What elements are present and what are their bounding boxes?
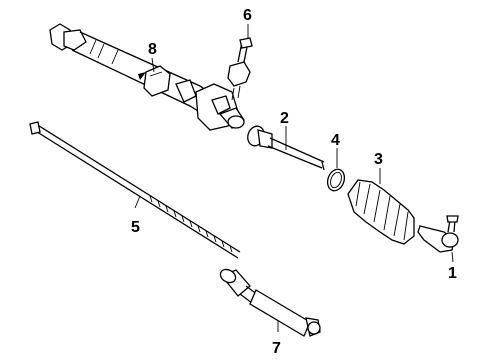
callout-4: 4 bbox=[331, 132, 340, 149]
leader-line-8 bbox=[151, 57, 155, 73]
callout-5: 5 bbox=[131, 219, 140, 236]
leader-line-5 bbox=[134, 195, 141, 209]
dust-boot-part bbox=[347, 179, 415, 245]
leader-line-1 bbox=[451, 251, 454, 263]
callout-2: 2 bbox=[280, 110, 289, 127]
callout-1: 1 bbox=[448, 265, 457, 282]
callout-7: 7 bbox=[272, 340, 281, 357]
rack-bar-part bbox=[29, 121, 241, 259]
leader-lines bbox=[134, 24, 454, 332]
callout-6: 6 bbox=[243, 7, 252, 24]
inner-tie-rod-part bbox=[247, 125, 325, 171]
rack-housing-part bbox=[49, 23, 245, 131]
boot-clamp-part bbox=[326, 168, 346, 192]
callout-3: 3 bbox=[374, 151, 383, 168]
pinion-fitting-part bbox=[227, 37, 253, 101]
callout-8: 8 bbox=[148, 41, 157, 58]
steering-damper-part bbox=[219, 268, 321, 337]
tie-rod-end-part bbox=[417, 215, 459, 253]
